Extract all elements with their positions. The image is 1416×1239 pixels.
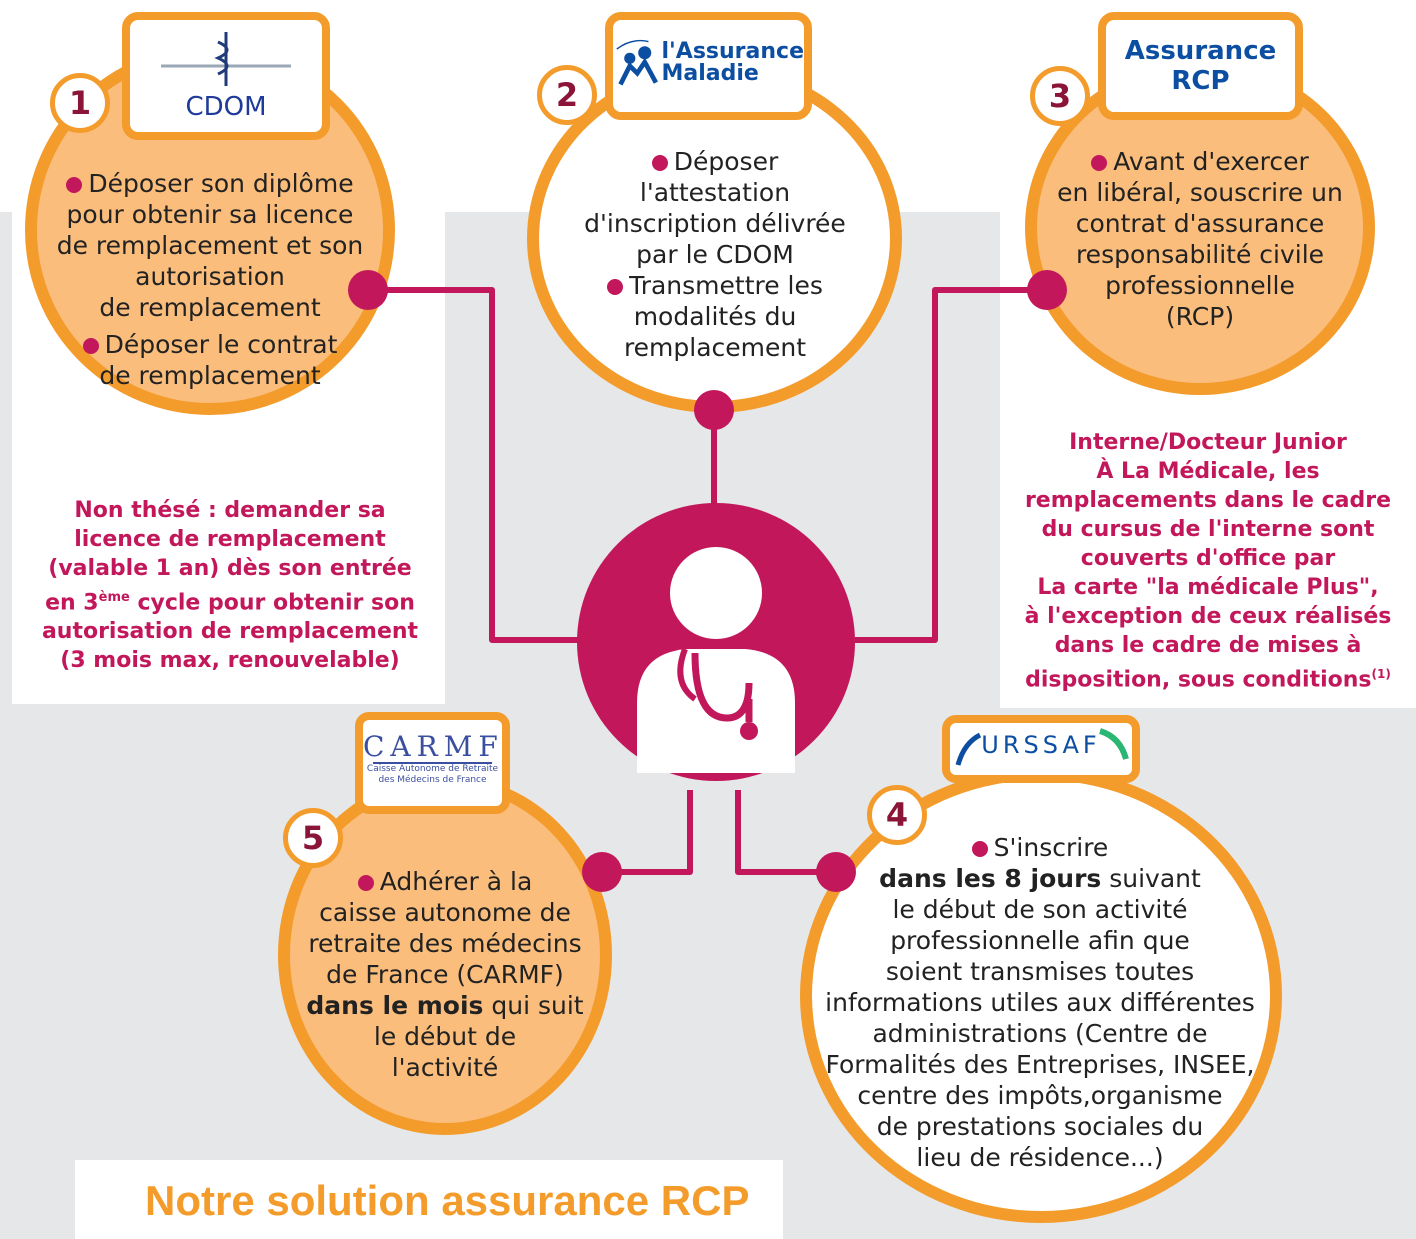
connector-step3: [855, 287, 1046, 643]
step2-number-badge: 2: [537, 65, 597, 125]
step4-text: S'inscrire dans les 8 jours suivant le d…: [825, 833, 1255, 1172]
step3-logo: Assurance RCP: [1098, 12, 1303, 120]
bullet-icon: [1091, 155, 1108, 171]
step4-connector-dot: [816, 852, 856, 892]
step1-text: Déposer son diplôme pour obtenir sa lice…: [56, 169, 364, 390]
interne-note: Interne/Docteur Junior À La Médicale, le…: [1024, 430, 1392, 693]
non-these-note: Non thésé : demander sa licence de rempl…: [41, 498, 419, 674]
connector-step5: [602, 790, 693, 875]
connector-step4: [735, 790, 836, 875]
step5-text: Adhérer à la caisse autonome de retraite…: [306, 867, 584, 1082]
step5-connector-dot: [582, 852, 622, 892]
bullet-icon: [971, 841, 988, 857]
step1-connector-dot: [348, 270, 388, 310]
connector-step1: [368, 287, 580, 643]
urssaf-logo-text: URSSAF: [981, 731, 1101, 759]
bullet-icon: [651, 155, 668, 171]
step3-connector-dot: [1027, 270, 1067, 310]
step4-number-badge: 4: [867, 785, 927, 845]
step3-text: Avant d'exercer en libéral, souscrire un…: [1057, 147, 1343, 331]
step1-logo: CDOM: [122, 12, 330, 140]
bullet-icon: [66, 177, 83, 193]
caduceus-icon: [161, 32, 291, 86]
step1-logo-text: CDOM: [185, 92, 267, 122]
step4-logo: URSSAF: [942, 715, 1140, 783]
step2-logo: l'Assurance Maladie: [605, 12, 812, 120]
footer-panel: [75, 1160, 783, 1239]
step1-number-badge: 1: [50, 73, 110, 133]
step3-number-badge: 3: [1030, 66, 1090, 126]
step2-text: Déposer l'attestation d'inscription déli…: [584, 147, 846, 362]
step2-connector-dot: [694, 390, 734, 430]
doctor-icon: [637, 547, 795, 773]
footer-title: Notre solution assurance RCP: [145, 1177, 750, 1224]
bullet-icon: [357, 875, 374, 891]
urssaf-swoosh-icon: [955, 728, 1129, 766]
bullet-icon: [607, 279, 624, 295]
carmf-logo-text: CARMF: [363, 730, 504, 763]
step5-number-badge: 5: [283, 808, 343, 868]
doctor-circle: [577, 503, 855, 781]
assurance-maladie-logo-icon: [616, 39, 658, 86]
bullet-icon: [82, 338, 99, 354]
step5-logo: CARMF Caisse Autonome de Retraite des Mé…: [355, 712, 510, 814]
